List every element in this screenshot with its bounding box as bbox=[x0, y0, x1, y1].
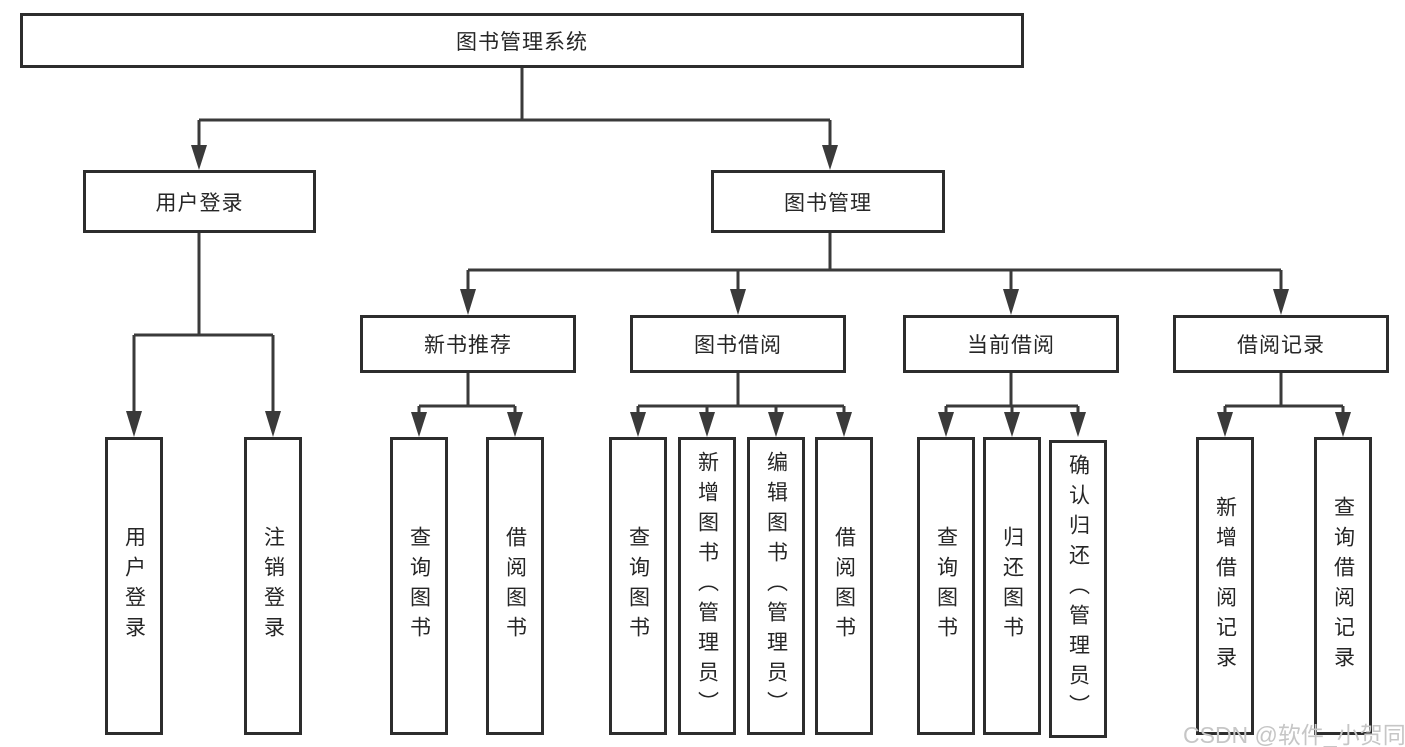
node-new-book-recommend: 新书推荐 bbox=[360, 315, 576, 373]
leaf-borrow-books: 借阅图书 bbox=[815, 437, 873, 735]
node-new-book-recommend-label: 新书推荐 bbox=[424, 334, 512, 357]
node-current-borrow: 当前借阅 bbox=[903, 315, 1119, 373]
leaf-query-books-borrow: 查询图书 bbox=[609, 437, 667, 735]
watermark-text: CSDN @软件_小贺同学 bbox=[1183, 722, 1405, 747]
leaf-return-books: 归还图书 bbox=[983, 437, 1041, 735]
leaf-edit-books-admin-label: 编辑图书（管理员） bbox=[764, 451, 788, 721]
leaf-borrow-books-recommend-label: 借阅图书 bbox=[503, 526, 527, 646]
leaf-logout-label: 注销登录 bbox=[261, 526, 285, 646]
leaf-add-borrow-record-label: 新增借阅记录 bbox=[1213, 496, 1237, 676]
node-borrow-records: 借阅记录 bbox=[1173, 315, 1389, 373]
leaf-query-books-current-label: 查询图书 bbox=[934, 526, 958, 646]
leaf-query-books-current: 查询图书 bbox=[917, 437, 975, 735]
tree-edges bbox=[132, 68, 1345, 415]
leaf-query-borrow-record-label: 查询借阅记录 bbox=[1331, 496, 1355, 676]
node-user-login-label: 用户登录 bbox=[155, 191, 244, 215]
node-root: 图书管理系统 bbox=[20, 13, 1024, 68]
node-book-borrow: 图书借阅 bbox=[630, 315, 846, 373]
leaf-user-login: 用户登录 bbox=[105, 437, 163, 735]
leaf-confirm-return-admin-label: 确认归还（管理员） bbox=[1066, 454, 1090, 724]
node-current-borrow-label: 当前借阅 bbox=[967, 334, 1055, 357]
leaf-borrow-books-label: 借阅图书 bbox=[832, 526, 856, 646]
node-root-label: 图书管理系统 bbox=[456, 30, 588, 54]
node-borrow-records-label: 借阅记录 bbox=[1237, 334, 1325, 357]
leaf-borrow-books-recommend: 借阅图书 bbox=[486, 437, 544, 735]
leaf-user-login-label: 用户登录 bbox=[122, 526, 146, 646]
node-book-borrow-label: 图书借阅 bbox=[694, 334, 782, 357]
leaf-query-borrow-record: 查询借阅记录 bbox=[1314, 437, 1372, 735]
leaf-query-books-borrow-label: 查询图书 bbox=[626, 526, 650, 646]
arrowhead-icons bbox=[126, 145, 1351, 437]
leaf-query-books-recommend: 查询图书 bbox=[390, 437, 448, 735]
leaf-confirm-return-admin: 确认归还（管理员） bbox=[1049, 440, 1107, 738]
node-book-management: 图书管理 bbox=[711, 170, 945, 233]
leaf-add-borrow-record: 新增借阅记录 bbox=[1196, 437, 1254, 735]
leaf-logout: 注销登录 bbox=[244, 437, 302, 735]
leaf-add-books-admin-label: 新增图书（管理员） bbox=[695, 451, 719, 721]
leaf-return-books-label: 归还图书 bbox=[1000, 526, 1024, 646]
leaf-edit-books-admin: 编辑图书（管理员） bbox=[747, 437, 805, 735]
leaf-add-books-admin: 新增图书（管理员） bbox=[678, 437, 736, 735]
node-user-login: 用户登录 bbox=[83, 170, 316, 233]
node-book-management-label: 图书管理 bbox=[784, 191, 872, 215]
leaf-query-books-recommend-label: 查询图书 bbox=[407, 526, 431, 646]
